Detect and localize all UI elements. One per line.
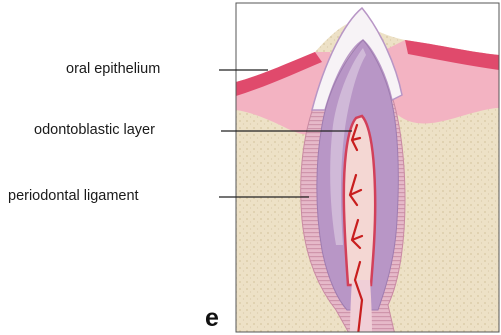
label-odontoblastic-layer: odontoblastic layer (34, 122, 155, 138)
panel-letter: e (205, 306, 219, 331)
label-oral-epithelium: oral epithelium (66, 61, 160, 77)
pulp (344, 116, 375, 285)
label-periodontal-ligament: periodontal ligament (8, 188, 139, 204)
